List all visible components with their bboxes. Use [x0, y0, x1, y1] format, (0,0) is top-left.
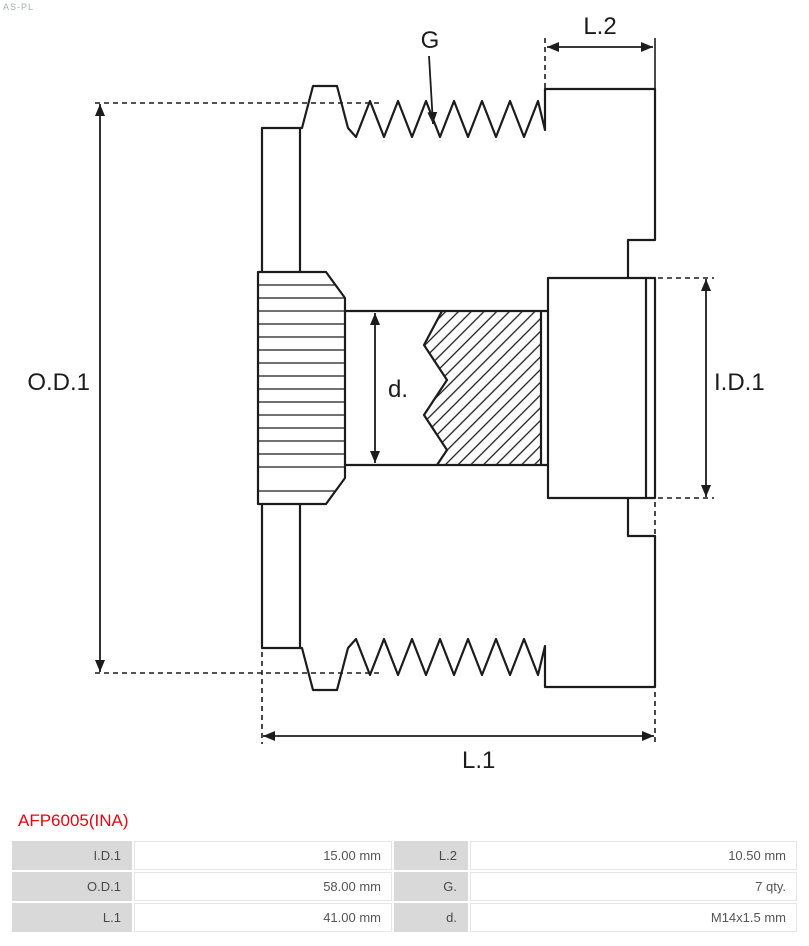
- knurl-outline: [256, 270, 347, 506]
- spec-value: 15.00 mm: [134, 841, 392, 870]
- dim-label-id1: I.D.1: [714, 369, 765, 396]
- thread-hatch: [424, 311, 541, 465]
- dim-label-g: G: [421, 27, 440, 54]
- spec-table: I.D.1 15.00 mm L.2 10.50 mm O.D.1 58.00 …: [10, 839, 799, 934]
- dim-label-l2: L.2: [583, 13, 616, 40]
- spec-label: L.1: [12, 903, 132, 932]
- spec-label: O.D.1: [12, 872, 132, 901]
- table-row: O.D.1 58.00 mm G. 7 qty.: [12, 872, 797, 901]
- knurl-hatch: [258, 284, 345, 492]
- spec-value: 10.50 mm: [470, 841, 797, 870]
- pulley-outline-top: [260, 84, 657, 278]
- technical-drawing: G L.2 O.D.1 I.D.1 d. L.1: [27, 13, 764, 774]
- spec-label: L.2: [394, 841, 468, 870]
- pulley-outline-bottom: [260, 498, 657, 692]
- bearing-ring: [546, 276, 657, 500]
- dimension-lines: [95, 42, 711, 741]
- spec-label: I.D.1: [12, 841, 132, 870]
- spec-label: G.: [394, 872, 468, 901]
- leader-line-g: [427, 55, 438, 125]
- spec-label: d.: [394, 903, 468, 932]
- dim-label-d: d.: [388, 376, 408, 403]
- dimension-labels: G L.2 O.D.1 I.D.1 d. L.1: [27, 13, 764, 774]
- spec-value: 58.00 mm: [134, 872, 392, 901]
- spec-value: 41.00 mm: [134, 903, 392, 932]
- table-row: L.1 41.00 mm d. M14x1.5 mm: [12, 903, 797, 932]
- dim-label-l1: L.1: [462, 747, 495, 774]
- brand-logo: AS-PL: [3, 2, 35, 12]
- dim-label-od1: O.D.1: [27, 369, 90, 396]
- spec-value: M14x1.5 mm: [470, 903, 797, 932]
- table-row: I.D.1 15.00 mm L.2 10.50 mm: [12, 841, 797, 870]
- spec-value: 7 qty.: [470, 872, 797, 901]
- product-code-link[interactable]: AFP6005(INA): [18, 811, 129, 830]
